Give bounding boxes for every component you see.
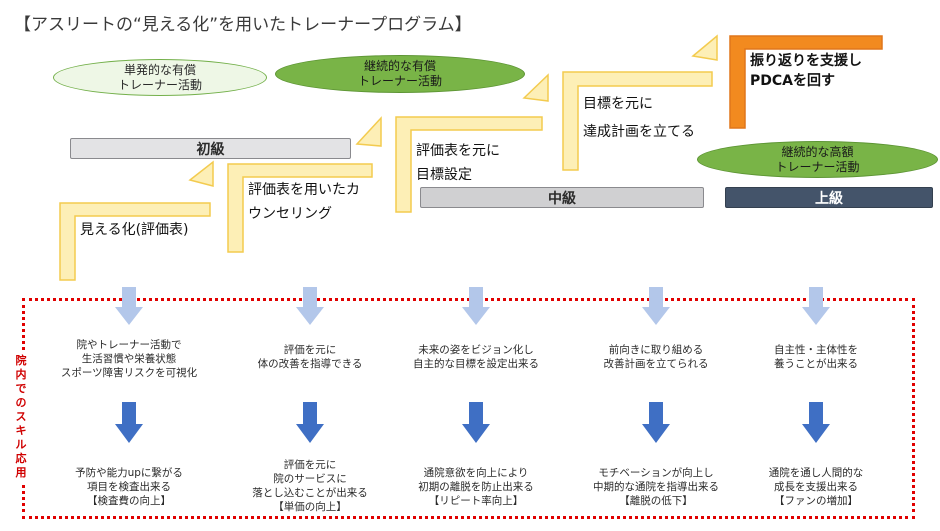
side-label-char: ス: [15, 410, 27, 423]
ellipse-line: 継続的な高額: [781, 144, 854, 159]
ellipse-line: トレーナー活動: [117, 77, 202, 92]
text-line: 中期的な通院を指導出来る: [593, 481, 719, 493]
step-4-triangle: [691, 34, 718, 61]
dark-down-arrow-icon: [642, 402, 670, 443]
column-2-effect: 評価を元に 体の改善を指導できる: [225, 343, 395, 371]
text-line: 初期の離脱を防止出来る: [418, 481, 534, 493]
step-line: PDCAを回す: [750, 73, 835, 89]
level-advanced: 上級: [725, 187, 933, 208]
text-line: 未来の姿をビジョン化し: [418, 344, 534, 356]
column-1-outcome: 予防や能力upに繋がる 項目を検査出来る 【検査費の向上】: [44, 466, 214, 508]
side-label: 院 内 で の ス キ ル 応 用: [14, 352, 28, 482]
ellipse-line: トレーナー活動: [775, 159, 860, 174]
text-line: 養うことが出来る: [774, 358, 858, 370]
side-label-char: 院: [15, 354, 27, 367]
step-line: 目標設定: [416, 167, 472, 183]
step-line: ウンセリング: [248, 206, 332, 222]
text-line: 項目を検査出来る: [87, 481, 171, 493]
dark-down-arrow-icon: [296, 402, 324, 443]
column-4-outcome: モチベーションが向上し 中期的な通院を指導出来る 【離脱の低下】: [571, 466, 741, 508]
text-line: 院のサービスに: [273, 473, 347, 485]
step-line: 評価表を元に: [416, 143, 500, 159]
text-line: 成長を支援出来る: [774, 481, 858, 493]
step-1-stair: [59, 202, 211, 281]
step-3-label: 評価表を元に 目標設定: [416, 139, 500, 187]
side-label-char: キ: [15, 424, 27, 437]
text-line: 評価を元に: [283, 344, 337, 356]
column-5-effect: 自主性・主体性を 養うことが出来る: [731, 343, 901, 371]
level-beginner: 初級: [70, 138, 351, 159]
text-line: 【離脱の低下】: [619, 495, 693, 507]
ellipse-single-paid: 単発的な有償トレーナー活動: [53, 59, 267, 96]
step-2-triangle: [355, 116, 382, 147]
light-down-arrow-icon: [642, 287, 670, 325]
ellipse-line: 単発的な有償: [123, 62, 196, 77]
text-line: 自主性・主体性を: [774, 344, 858, 356]
text-line: 生活習慣や栄養状態: [81, 353, 177, 365]
ellipse-continuous-high-value: 継続的な高額トレーナー活動: [697, 141, 938, 178]
text-line: モチベーションが向上し: [598, 467, 714, 479]
step-line: 目標を元に: [583, 96, 653, 112]
step-3-stair: [395, 116, 543, 213]
step-2-stair: [227, 163, 373, 253]
ellipse-line: 継続的な有償: [363, 59, 436, 73]
step-4-stair: [562, 71, 713, 171]
side-label-char: ル: [15, 438, 27, 451]
text-line: 体の改善を指導できる: [257, 358, 363, 370]
step-5-stair: [729, 35, 883, 129]
text-line: 院やトレーナー活動で: [76, 339, 182, 351]
step-3-triangle: [522, 73, 549, 102]
column-4-effect: 前向きに取り組める 改善計画を立てられる: [571, 343, 741, 371]
side-label-char: 用: [15, 466, 27, 479]
level-intermediate: 中級: [420, 187, 704, 208]
dark-down-arrow-icon: [462, 402, 490, 443]
light-down-arrow-icon: [462, 287, 490, 325]
light-down-arrow-icon: [802, 287, 830, 325]
step-line: 見える化(評価表): [80, 222, 189, 238]
step-4-label: 目標を元に 達成計画を立てる: [583, 92, 695, 144]
text-line: 予防や能力upに繋がる: [75, 467, 183, 479]
text-line: 【単価の向上】: [273, 501, 347, 513]
ellipse-line: トレーナー活動: [357, 74, 442, 88]
step-line: 評価表を用いたカ: [248, 182, 360, 198]
text-line: スポーツ障害リスクを可視化: [60, 367, 198, 379]
text-line: 通院意欲を向上により: [423, 467, 529, 479]
step-5-label: 振り返りを支援し PDCAを回す: [750, 51, 862, 91]
step-line: 達成計画を立てる: [583, 124, 695, 140]
column-2-outcome: 評価を元に 院のサービスに 落とし込むことが出来る 【単価の向上】: [225, 458, 395, 514]
step-1-triangle: [188, 160, 214, 187]
side-label-char: 内: [15, 368, 27, 381]
side-label-char: の: [15, 396, 27, 409]
light-down-arrow-icon: [115, 287, 143, 325]
text-line: 評価を元に: [283, 459, 337, 471]
column-1-effect: 院やトレーナー活動で 生活習慣や栄養状態 スポーツ障害リスクを可視化: [44, 338, 214, 380]
text-line: 改善計画を立てられる: [603, 358, 709, 370]
page-title: 【アスリートの“見える化”を用いたトレーナープログラム】: [14, 15, 472, 35]
side-label-char: で: [15, 382, 27, 395]
light-down-arrow-icon: [296, 287, 324, 325]
column-3-effect: 未来の姿をビジョン化し 自主的な目標を設定出来る: [391, 343, 561, 371]
text-line: 【検査費の向上】: [87, 495, 171, 507]
step-1-label: 見える化(評価表): [80, 218, 189, 242]
column-5-outcome: 通院を通し人間的な 成長を支援出来る 【ファンの増加】: [731, 466, 901, 508]
column-3-outcome: 通院意欲を向上により 初期の離脱を防止出来る 【リピート率向上】: [391, 466, 561, 508]
dark-down-arrow-icon: [115, 402, 143, 443]
step-line: 振り返りを支援し: [750, 53, 862, 69]
text-line: 【リピート率向上】: [428, 495, 524, 507]
ellipse-continuous-paid: 継続的な有償トレーナー活動: [275, 55, 525, 93]
text-line: 自主的な目標を設定出来る: [413, 358, 539, 370]
text-line: 通院を通し人間的な: [768, 467, 864, 479]
dark-down-arrow-icon: [802, 402, 830, 443]
step-2-label: 評価表を用いたカ ウンセリング: [248, 178, 360, 226]
text-line: 前向きに取り組める: [608, 344, 704, 356]
staircase-diagram: [59, 34, 883, 281]
text-line: 落とし込むことが出来る: [252, 487, 368, 499]
text-line: 【ファンの増加】: [774, 495, 858, 507]
side-label-char: 応: [15, 452, 27, 465]
